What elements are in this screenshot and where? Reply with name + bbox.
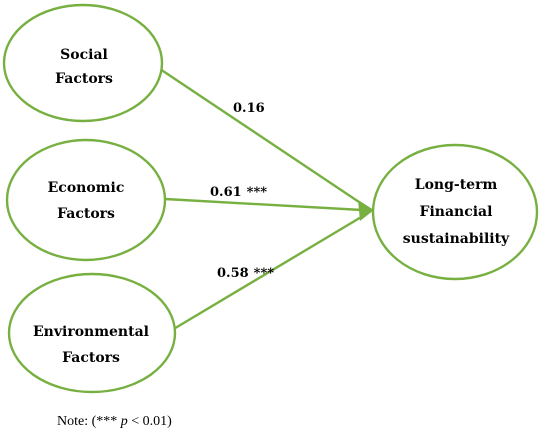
edge-environmental-significance: ***	[254, 266, 275, 281]
node-social-label-line1: Social	[60, 47, 108, 63]
edge-environmental-coefficient: 0.58 ***	[217, 266, 274, 281]
node-outcome-label-line1: Long-term	[415, 177, 498, 193]
edge-environmental-to-outcome	[171, 211, 369, 332]
node-outcome-label-line3: sustainability	[403, 231, 510, 247]
edge-economic-significance: ***	[247, 185, 268, 200]
note-suffix: < 0.01)	[128, 414, 172, 429]
arrowhead-icon	[358, 200, 374, 221]
node-economic-factors	[5, 138, 167, 262]
node-social-factors	[2, 3, 164, 123]
node-long-term-financial-sustainability	[371, 143, 539, 281]
edge-environmental-coefficient-value: 0.58	[217, 266, 249, 281]
node-environmental-label-line1: Environmental	[33, 324, 149, 340]
edge-economic-coefficient-value: 0.61	[210, 185, 242, 200]
edges	[159, 68, 369, 332]
nodes	[2, 3, 539, 394]
significance-note: Note: (*** p < 0.01)	[57, 414, 172, 429]
node-environmental-factors	[7, 272, 177, 394]
node-environmental-label-line2: Factors	[62, 350, 120, 366]
edge-economic-to-outcome	[164, 197, 363, 212]
edge-social-to-outcome	[159, 68, 369, 209]
note-p-symbol: p	[120, 414, 128, 429]
node-economic-label-line1: Economic	[48, 180, 125, 196]
node-economic-label-line2: Factors	[57, 206, 115, 222]
edge-social-coefficient-value: 0.16	[233, 101, 265, 116]
edge-social-coefficient: 0.16	[233, 101, 265, 116]
note-prefix: Note: (***	[57, 414, 121, 429]
edge-economic-coefficient: 0.61 ***	[210, 185, 267, 200]
node-outcome-label-line2: Financial	[420, 204, 493, 220]
node-social-label-line2: Factors	[55, 71, 113, 87]
